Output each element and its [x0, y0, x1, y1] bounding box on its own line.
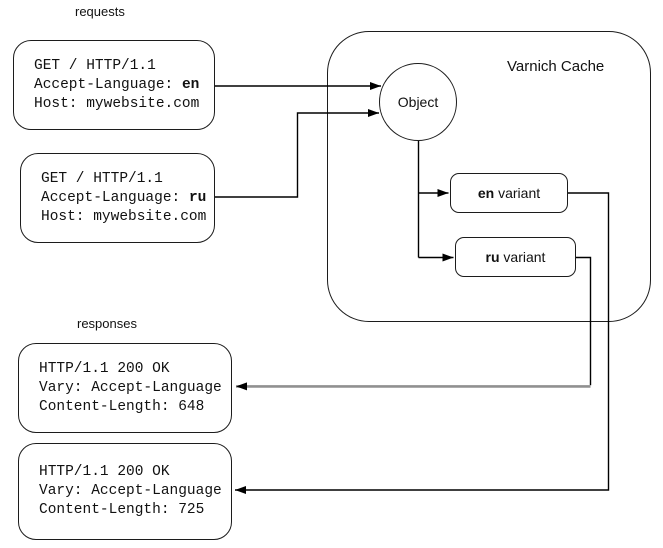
variant-node-ru: ru variant: [455, 237, 576, 277]
request-ru-request-line: GET / HTTP/1.1: [41, 170, 163, 187]
response-648-vary-line: Vary: Accept-Language: [39, 379, 222, 396]
variant-ru-suffix: variant: [499, 249, 546, 265]
variant-en-lang: en: [477, 185, 495, 201]
variant-node-en: en variant: [450, 173, 568, 213]
accept-language-value: en: [181, 76, 200, 93]
accept-language-prefix: Accept-Language:: [41, 189, 189, 206]
response-648-content-length-line: Content-Length: 648: [39, 398, 205, 415]
request-ru-accept-language-line: Accept-Language: ru: [41, 189, 214, 208]
accept-language-value: ru: [188, 189, 207, 206]
response-725-status-line: HTTP/1.1 200 OK: [39, 464, 170, 480]
request-en-host-line: Host: mywebsite.com: [34, 95, 200, 112]
request-en-accept-language-line: Accept-Language: en: [34, 76, 214, 95]
variant-en-suffix: variant: [494, 185, 541, 201]
variant-ru-lang: ru: [485, 249, 500, 265]
response-725-content-length-line: Content-Length: 725: [39, 502, 205, 518]
response-648-status-line: HTTP/1.1 200 OK: [39, 360, 170, 377]
object-node: Object: [379, 63, 457, 141]
response-box-725: HTTP/1.1 200 OK Vary: Accept-Language Co…: [18, 443, 232, 540]
request-ru-host-line: Host: mywebsite.com: [41, 208, 207, 225]
accept-language-prefix: Accept-Language:: [34, 76, 182, 93]
responses-section-label: responses: [77, 316, 137, 331]
varnish-cache-title: Varnich Cache: [507, 58, 605, 75]
request-en-request-line: GET / HTTP/1.1: [34, 57, 156, 74]
response-725-vary-line: Vary: Accept-Language: [39, 483, 222, 499]
object-node-label: Object: [397, 94, 439, 110]
request-box-ru: GET / HTTP/1.1 Accept-Language: ru Host:…: [20, 153, 215, 243]
requests-section-label: requests: [75, 4, 125, 19]
response-box-648: HTTP/1.1 200 OK Vary: Accept-Language Co…: [18, 343, 232, 433]
request-box-en: GET / HTTP/1.1 Accept-Language: en Host:…: [13, 40, 215, 130]
